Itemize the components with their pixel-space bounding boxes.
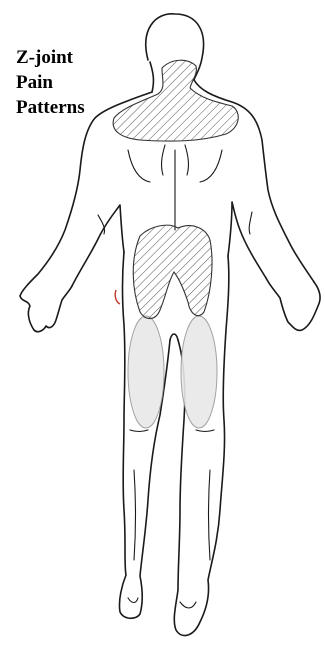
right-heel [180, 602, 196, 608]
left-inner-arm [72, 205, 124, 286]
left-hand-outline [20, 286, 72, 332]
title-line-1: Z-joint [16, 45, 136, 70]
lumbar-pain-region [133, 225, 212, 318]
left-heel [128, 598, 138, 603]
title-line-3: Patterns [16, 95, 136, 120]
diagram-title: Z-joint Pain Patterns [16, 45, 136, 120]
scapula-right [200, 150, 222, 182]
right-inner-arm [228, 202, 266, 278]
spine-right-line [185, 145, 188, 175]
spine-left-line [162, 145, 165, 175]
red-mark [115, 290, 120, 304]
right-thigh-zone [181, 316, 217, 428]
left-thigh-zone [128, 316, 164, 428]
title-line-2: Pain [16, 70, 136, 95]
neck-left [150, 62, 153, 92]
right-elbow [249, 212, 252, 234]
right-hand-outline [266, 278, 320, 330]
right-calf [209, 470, 211, 560]
left-calf [134, 470, 136, 560]
left-knee [130, 430, 148, 432]
scapula-left [128, 150, 150, 182]
crotch-outline [170, 334, 178, 340]
right-knee [196, 430, 214, 432]
